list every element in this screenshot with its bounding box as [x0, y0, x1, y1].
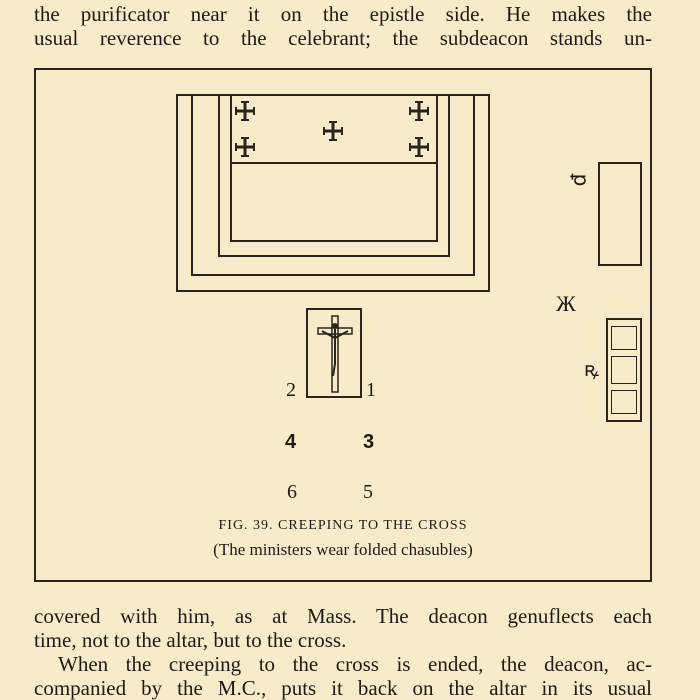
position-3: 3 [363, 431, 375, 453]
altar-cross-icon [409, 137, 429, 157]
credence-table [598, 162, 642, 266]
altar-cloth [230, 94, 438, 164]
figure-subcaption: (The ministers wear folded chasubles) [213, 540, 473, 559]
altar-cross-icon [323, 121, 343, 141]
figure-diagram: 2 1 4 3 6 5 ꝑ Ж ꝶ FIG. 39. CREEPING TO T… [34, 68, 652, 582]
mc-mark: Ж [556, 291, 576, 316]
position-2: 2 [286, 379, 296, 401]
altar-cross-icon [235, 137, 255, 157]
sedile-seat-1 [611, 326, 637, 350]
altar-cross-icon [409, 101, 429, 121]
altar-step-inner [218, 94, 450, 257]
altar-step-outer [176, 94, 490, 292]
altar-step-middle [191, 94, 475, 276]
position-6: 6 [287, 481, 297, 503]
altar-table [230, 94, 438, 242]
text-line-3: covered with him, as at Mass. The deacon… [34, 604, 652, 628]
text-line-1: the purificator near it on the epistle s… [34, 2, 652, 26]
crucifix-icon [317, 315, 353, 393]
position-5: 5 [363, 481, 373, 503]
sedile-seat-2 [611, 356, 637, 384]
crucifix-cushion [306, 308, 362, 398]
text-line-6: companied by the M.C., puts it back on t… [34, 676, 652, 700]
position-4: 4 [285, 431, 297, 453]
sedilia [606, 318, 642, 422]
sedilia-label: ꝶ [584, 359, 600, 381]
position-1: 1 [366, 379, 376, 401]
text-line-2: usual reverence to the celebrant; the su… [34, 26, 652, 50]
credence-label: ꝑ [569, 173, 592, 187]
text-line-5: When the creeping to the cross is ended,… [58, 652, 652, 676]
figure-caption: FIG. 39. CREEPING TO THE CROSS [218, 518, 468, 533]
altar-cross-icon [235, 101, 255, 121]
sedile-seat-3 [611, 390, 637, 414]
text-line-4: time, not to the altar, but to the cross… [34, 628, 347, 652]
